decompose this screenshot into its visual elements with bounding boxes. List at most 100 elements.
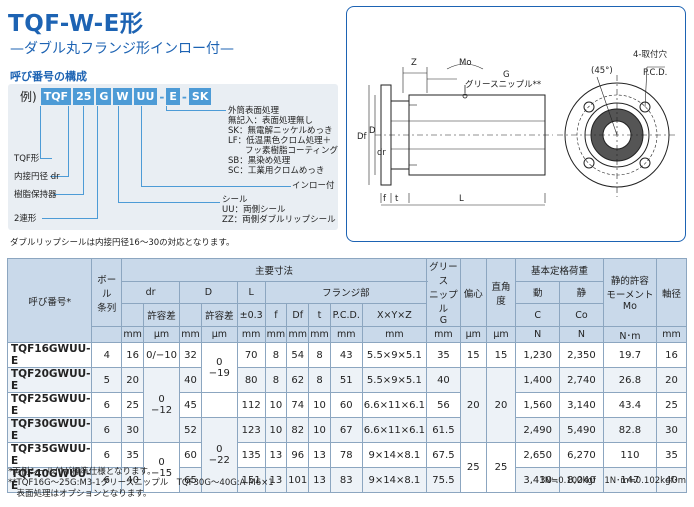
leader-line xyxy=(118,202,220,203)
cell-t: 8 xyxy=(308,367,331,393)
table-row: TQF40GWUU-E 6 40 65 151 13 101 13 83 9×1… xyxy=(6,467,687,493)
leader-line xyxy=(42,218,98,219)
cell-Df: 101 xyxy=(286,467,310,493)
header-pcd: P.C.D. xyxy=(329,303,363,327)
leader-line xyxy=(141,186,291,187)
cell-f: 10 xyxy=(264,392,288,418)
leader-line xyxy=(54,194,84,195)
label-holes: 4-取付穴 xyxy=(633,49,667,60)
cell-C: 1,560 xyxy=(515,392,561,418)
cell-Co: 2,350 xyxy=(559,342,604,368)
cell-perp: 15 xyxy=(485,342,517,368)
cell-D-tol-blank xyxy=(200,392,238,418)
header-sta: 静 xyxy=(559,280,604,305)
unit: μm xyxy=(485,326,517,343)
unit: mm xyxy=(236,326,266,343)
cell-model: TQF40GWUU-E xyxy=(6,467,93,493)
cell-f: 13 xyxy=(264,467,288,493)
label-t: t xyxy=(395,194,399,204)
cell-balls: 4 xyxy=(91,342,123,368)
label-pcd: P.C.D. xyxy=(643,68,667,78)
unit: μm xyxy=(459,326,487,343)
leader-line xyxy=(68,106,69,176)
cell-L: 135 xyxy=(236,442,266,468)
cell-D-tol: 0−19 xyxy=(200,342,238,393)
cell-dr: 16 xyxy=(121,342,145,368)
cell-G: 75.5 xyxy=(426,467,461,493)
header-t: t xyxy=(308,303,331,327)
code-composition-box xyxy=(8,84,338,230)
cell-xyz: 9×14×8.1 xyxy=(361,442,428,468)
cell-pcd: 78 xyxy=(329,442,363,468)
header-Df: Df xyxy=(286,303,310,327)
annotation-retainer: 樹脂保持器 xyxy=(14,190,57,200)
cell-model: TQF25GWUU-E xyxy=(6,392,93,418)
annotation-surface-option: LF：低温黒色クロム処理＋ xyxy=(228,136,332,146)
cell-t: 13 xyxy=(308,467,331,493)
header-balls: ボール条列 xyxy=(91,258,123,327)
cell-model: TQF30GWUU-E xyxy=(6,417,93,443)
cell-C: 2,490 xyxy=(515,417,561,443)
cell-ecc: 15 xyxy=(459,342,487,368)
header-dr: dr xyxy=(121,280,180,305)
cell-Mo: 82.8 xyxy=(602,417,658,443)
cell-Df: 96 xyxy=(286,442,310,468)
unit: mm xyxy=(656,326,687,343)
cell-L: 112 xyxy=(236,392,266,418)
cell-G: 40 xyxy=(426,367,461,393)
leader-line xyxy=(40,106,41,158)
cell-dr: 30 xyxy=(121,417,145,443)
header-dyn: 動 xyxy=(515,280,561,305)
header-model: 呼び番号* xyxy=(6,258,93,343)
cell-model: TQF20GWUU-E xyxy=(6,367,93,393)
cell-shaft: 20 xyxy=(656,367,687,393)
cell-Mo: 147 xyxy=(602,467,658,493)
cell-L: 70 xyxy=(236,342,266,368)
unit: N xyxy=(515,326,561,343)
code-example: 例) TQF 25 G W UU - E - SK xyxy=(20,88,213,105)
unit: mm xyxy=(286,326,310,343)
cell-perp: 25 xyxy=(485,442,517,493)
leader-line xyxy=(166,110,226,111)
cell-pcd: 60 xyxy=(329,392,363,418)
cell-perp: 20 xyxy=(485,367,517,443)
header-Co: Co xyxy=(559,303,604,327)
cell-xyz: 9×14×8.1 xyxy=(361,467,428,493)
label-angle: (45°) xyxy=(591,66,613,76)
footnote-unit-conversion: 1N≒0.102kgf 1N･m≒0.102kgf･m xyxy=(539,476,686,486)
cell-xyz: 5.5×9×5.1 xyxy=(361,342,428,368)
cell-Df: 62 xyxy=(286,367,310,393)
unit: mm xyxy=(426,326,461,343)
cell-D: 32 xyxy=(179,342,202,368)
cell-D: 52 xyxy=(179,417,202,443)
unit: mm xyxy=(179,326,202,343)
label-dr: dr xyxy=(377,148,386,158)
annotation-inner-dia: 内接円径 dr xyxy=(14,172,60,182)
cell-Co: 2,740 xyxy=(559,367,604,393)
header-D: D xyxy=(179,280,238,305)
table-row: TQF25GWUU-E 6 25 45 112 10 74 10 60 6.6×… xyxy=(6,392,687,418)
code-segment-retainer: G xyxy=(96,88,112,105)
annotation-spigot: インロー付 xyxy=(292,181,335,191)
cell-G: 61.5 xyxy=(426,417,461,443)
footnote-surface-option: 表面処理はオプションとなります。 xyxy=(8,489,152,499)
unit: N･m xyxy=(602,326,658,343)
header-D-blank xyxy=(179,303,202,327)
cell-shaft: 30 xyxy=(656,417,687,443)
cell-pcd: 67 xyxy=(329,417,363,443)
cell-dr: 35 xyxy=(121,442,145,468)
cell-f: 13 xyxy=(264,442,288,468)
label-g: G xyxy=(503,70,510,80)
unit-balls xyxy=(91,326,123,343)
cell-Mo: 43.4 xyxy=(602,392,658,418)
cell-C: 3,430 xyxy=(515,467,561,493)
cell-f: 10 xyxy=(264,417,288,443)
cell-dr-tol: 0−15 xyxy=(143,442,180,493)
cell-shaft: 35 xyxy=(656,442,687,468)
cell-shaft: 16 xyxy=(656,342,687,368)
cell-t: 13 xyxy=(308,442,331,468)
code-prefix: 例) xyxy=(20,90,37,104)
leader-line xyxy=(97,106,98,218)
